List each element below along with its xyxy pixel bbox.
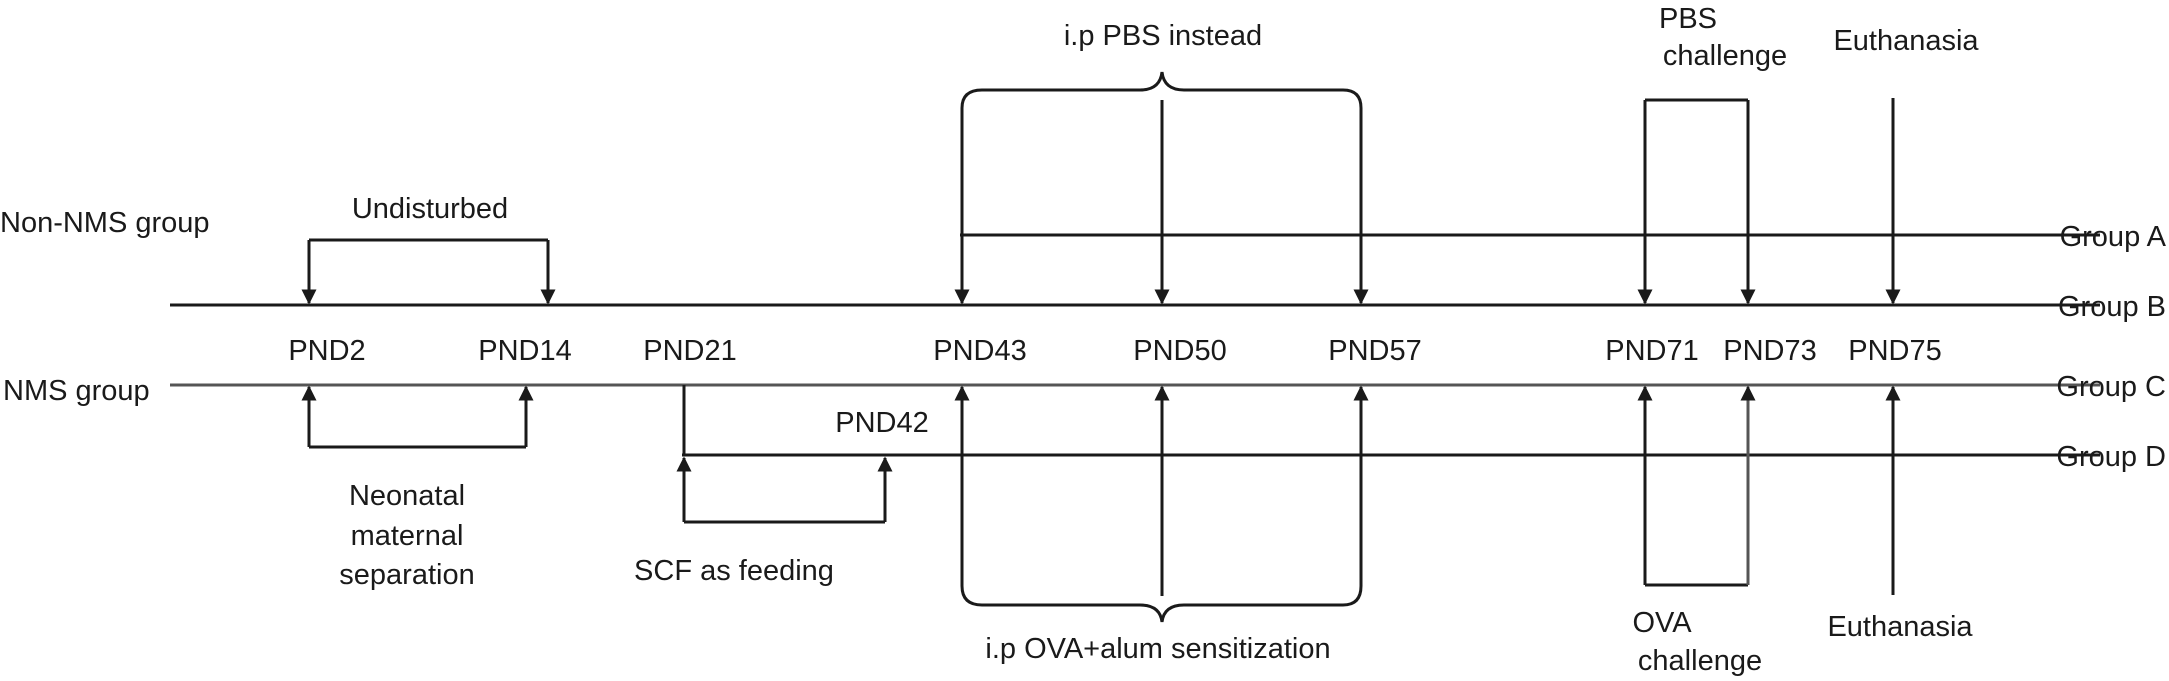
day-label-pnd21: PND21 [643, 335, 737, 367]
non-nms-group-label: Non-NMS group [0, 207, 210, 239]
group-b-label: Group B [2058, 291, 2166, 323]
day-label-pnd2: PND2 [288, 335, 365, 367]
ip-pbs-brace [960, 71, 1363, 130]
ip-pbs-label: i.p PBS instead [1064, 20, 1262, 52]
day-label-pnd14: PND14 [478, 335, 572, 367]
ip-ova-label: i.p OVA+alum sensitization [985, 633, 1330, 665]
scf-feeding-label: SCF as feeding [634, 555, 834, 587]
ova-challenge-label-line1: OVA [1632, 607, 1692, 639]
day-label-pnd43: PND43 [933, 335, 1027, 367]
group-d-label: Group D [2056, 441, 2166, 473]
ova-challenge-label-line2: challenge [1638, 645, 1762, 677]
nms-group-label: NMS group [3, 375, 150, 407]
nms-label-line3: separation [339, 559, 474, 591]
nms-label-line1: Neonatal [349, 480, 465, 512]
day-label-pnd71: PND71 [1605, 335, 1699, 367]
day-label-pnd57: PND57 [1328, 335, 1422, 367]
euthanasia-top-label: Euthanasia [1833, 25, 1979, 57]
group-c-label: Group C [2056, 371, 2166, 403]
pbs-challenge-label-line1: PBS [1659, 3, 1717, 35]
day-label-pnd73: PND73 [1723, 335, 1817, 367]
day-label-pnd50: PND50 [1133, 335, 1227, 367]
day-label-pnd42: PND42 [835, 407, 929, 439]
ip-ova-brace [960, 580, 1363, 623]
nms-label-line2: maternal [351, 520, 464, 552]
undisturbed-label: Undisturbed [352, 193, 508, 225]
euthanasia-bottom-label: Euthanasia [1827, 611, 1973, 643]
day-label-pnd75: PND75 [1848, 335, 1942, 367]
pbs-challenge-label-line2: challenge [1663, 40, 1787, 72]
group-a-label: Group A [2060, 221, 2167, 253]
